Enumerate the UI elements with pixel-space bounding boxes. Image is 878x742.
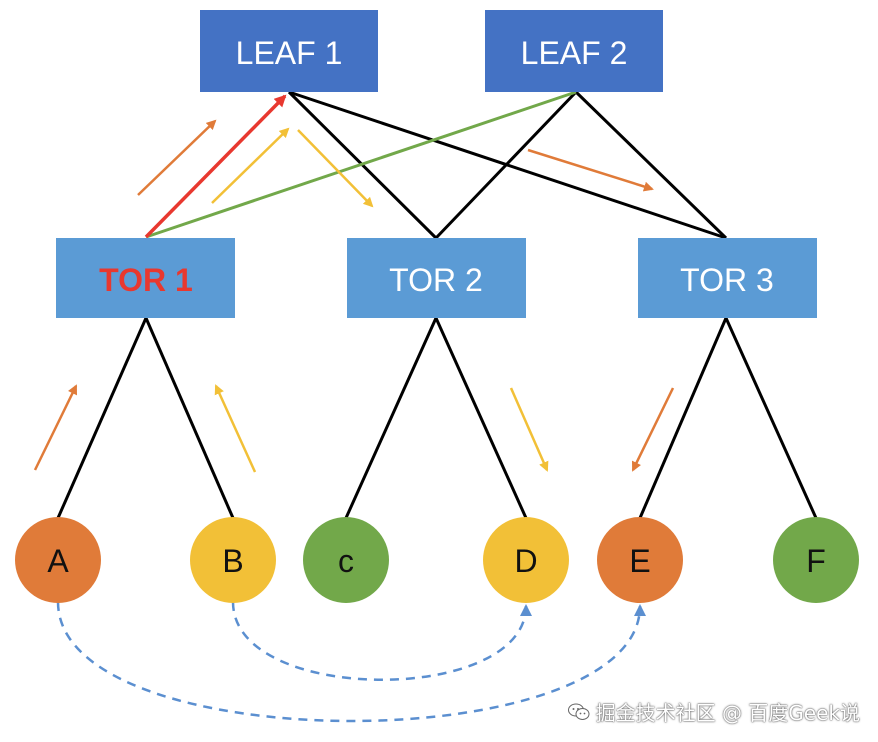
flow-arrow-yellow-b-up	[214, 384, 257, 473]
tor1-label: TOR 1	[99, 262, 193, 298]
wechat-icon	[567, 703, 590, 720]
flow-arrow-yellow-tor1-leaf1	[211, 127, 290, 204]
link-tor3-F	[724, 317, 818, 519]
link-tor2-C	[344, 317, 438, 519]
flow-arrow-orange-a-up	[33, 384, 78, 471]
host-a-label: A	[47, 543, 69, 579]
host-c: c	[303, 517, 389, 603]
host-e-label: E	[629, 543, 650, 579]
link-tor1-B	[144, 317, 235, 519]
tor-switch-tor3: TOR 3	[638, 238, 817, 318]
flow-arrow-orange-tor3-e	[631, 387, 675, 472]
flow-arrows	[33, 119, 675, 473]
link-tor1-leaf2-green	[145, 90, 577, 239]
host-d: D	[483, 517, 569, 603]
tor-switch-tor1: TOR 1	[56, 238, 235, 318]
tor3-label: TOR 3	[680, 262, 774, 298]
host-b-label: B	[222, 543, 243, 579]
host-c-label: c	[338, 543, 354, 579]
host-a: A	[15, 517, 101, 603]
leaf1-label: LEAF 1	[236, 35, 343, 71]
host-f: F	[773, 517, 859, 603]
leaf2-label: LEAF 2	[521, 35, 628, 71]
leaf-switch-leaf2: LEAF 2	[485, 10, 663, 92]
leaf-switch-leaf1: LEAF 1	[200, 10, 378, 92]
watermark: 掘金技术社区 @ 百度Geek说	[567, 697, 860, 726]
link-leaf2-tor3	[574, 90, 728, 240]
dashed-path-a-to-e	[56, 601, 646, 723]
link-tor3-E	[638, 317, 728, 519]
tor2-label: TOR 2	[389, 262, 483, 298]
link-tor1-A	[56, 317, 148, 519]
flow-arrow-yellow-leaf1-tor2	[297, 129, 374, 208]
flow-arrow-orange-tor1-leaf1	[137, 119, 217, 196]
flow-arrow-yellow-tor2-d	[509, 387, 549, 472]
host-e: E	[597, 517, 683, 603]
host-b: B	[190, 517, 276, 603]
host-d-label: D	[514, 543, 537, 579]
dashed-path-b-to-d	[231, 601, 532, 681]
flow-arrow-orange-leaf1-tor3	[527, 148, 654, 192]
tor-switch-tor2: TOR 2	[347, 238, 526, 318]
watermark-text: 掘金技术社区 @ 百度Geek说	[595, 701, 860, 725]
host-f-label: F	[806, 543, 826, 579]
link-tor2-D	[434, 317, 528, 519]
tor-host-links	[56, 317, 818, 519]
link-tor1-leaf1-red	[144, 94, 287, 239]
link-leaf2-tor2	[434, 90, 578, 240]
dashed-paths	[56, 601, 646, 723]
